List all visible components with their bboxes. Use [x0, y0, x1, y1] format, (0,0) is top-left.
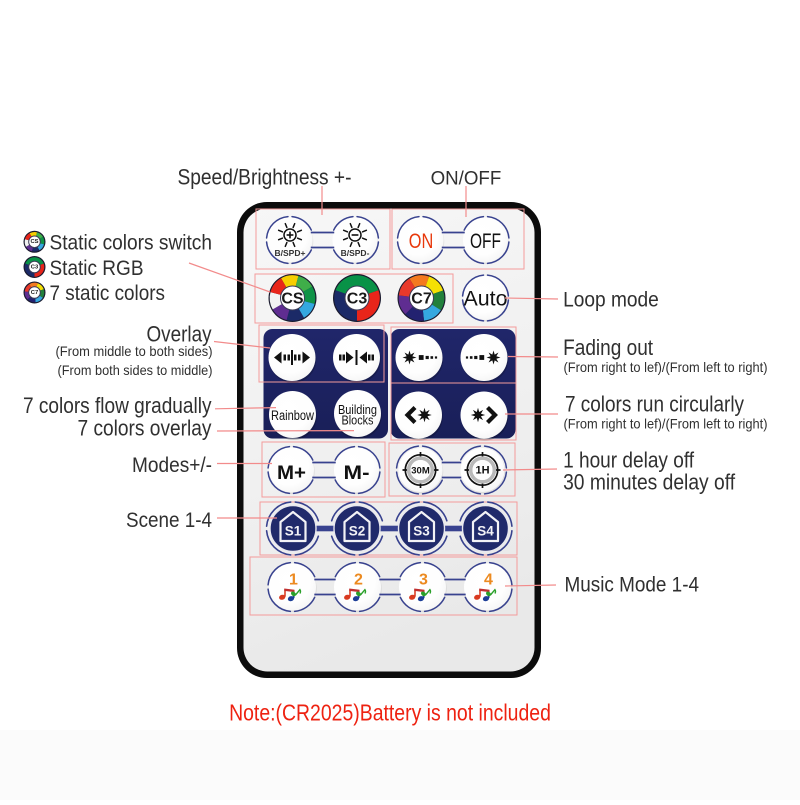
svg-text:M+: M+: [277, 462, 306, 484]
svg-text:1 hour delay off: 1 hour delay off: [563, 447, 695, 472]
svg-text:4: 4: [484, 572, 493, 589]
svg-text:CS: CS: [281, 291, 304, 308]
svg-text:B/SPD-: B/SPD-: [341, 248, 370, 258]
svg-text:30 minutes delay off: 30 minutes delay off: [563, 470, 736, 495]
svg-text:Auto: Auto: [464, 287, 508, 311]
svg-text:30M: 30M: [411, 466, 430, 477]
svg-text:7 colors run circularly: 7 colors run circularly: [565, 391, 744, 416]
svg-text:1H: 1H: [475, 465, 489, 477]
svg-text:Speed/Brightness +-: Speed/Brightness +-: [178, 165, 352, 190]
svg-text:S2: S2: [349, 524, 366, 539]
svg-text:Blocks: Blocks: [342, 412, 374, 427]
svg-text:Music Mode 1-4: Music Mode 1-4: [565, 573, 700, 596]
svg-text:C7: C7: [411, 291, 432, 308]
svg-text:(From middle to both sides): (From middle to both sides): [56, 343, 213, 359]
svg-text:ON: ON: [409, 230, 434, 253]
svg-text:Scene 1-4: Scene 1-4: [126, 509, 212, 532]
svg-text:S3: S3: [413, 524, 430, 539]
svg-text:CS: CS: [30, 239, 38, 245]
svg-text:C3: C3: [347, 291, 368, 308]
svg-text:(From right to lef)/(From left: (From right to lef)/(From left to right): [564, 415, 768, 431]
svg-text:ON/OFF: ON/OFF: [431, 168, 502, 189]
svg-text:7 static colors: 7 static colors: [50, 282, 166, 305]
svg-text:7 colors overlay: 7 colors overlay: [78, 416, 212, 441]
svg-text:Loop mode: Loop mode: [563, 288, 659, 311]
svg-text:Static RGB: Static RGB: [50, 257, 144, 280]
svg-text:Fading out: Fading out: [563, 335, 653, 360]
svg-text:S4: S4: [477, 524, 494, 539]
svg-text:Rainbow: Rainbow: [271, 408, 314, 423]
svg-text:7 colors flow gradually: 7 colors flow gradually: [23, 393, 212, 418]
svg-text:Note:(CR2025)Battery is not in: Note:(CR2025)Battery is not included: [229, 700, 551, 726]
svg-text:OFF: OFF: [470, 230, 501, 253]
svg-text:C3: C3: [31, 264, 39, 270]
svg-text:(From right to lef)/(From left: (From right to lef)/(From left to right): [564, 359, 768, 375]
svg-text:Modes+/-: Modes+/-: [132, 454, 212, 477]
svg-text:3: 3: [419, 572, 428, 589]
svg-text:C7: C7: [31, 290, 38, 296]
svg-text:1: 1: [289, 572, 298, 589]
svg-text:B/SPD+: B/SPD+: [275, 248, 306, 258]
svg-text:S1: S1: [285, 524, 302, 539]
svg-text:(From both sides to middle): (From both sides to middle): [58, 362, 213, 378]
svg-text:2: 2: [354, 572, 363, 589]
svg-text:Static colors switch: Static colors switch: [50, 231, 213, 254]
svg-text:M-: M-: [344, 462, 370, 484]
